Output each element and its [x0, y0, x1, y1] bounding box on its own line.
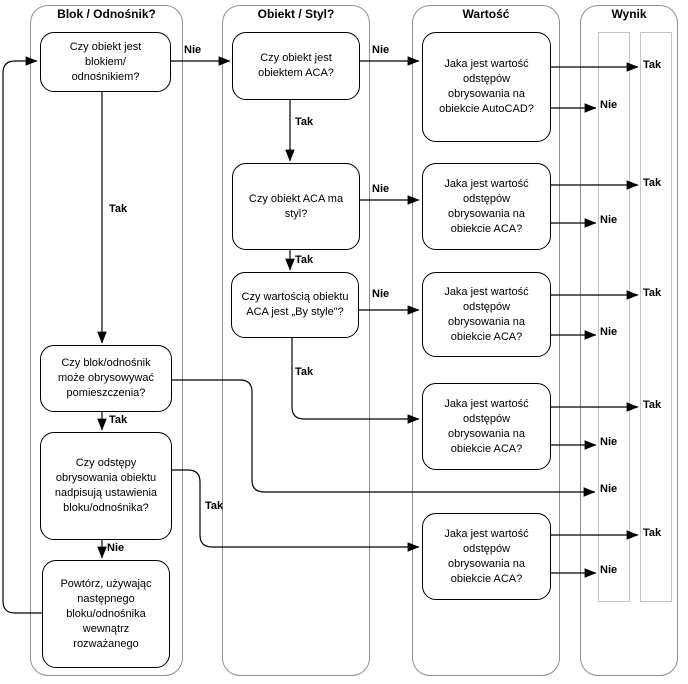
edge-label-tak: Tak: [643, 59, 662, 71]
node-repeat-instruction: Powtórz, używając następnego bloku/odnoś…: [42, 560, 170, 668]
node-value-aca-question-4: Jaka jest wartość odstępów obrysowania n…: [422, 513, 551, 600]
edge-override-tak: [172, 469, 420, 552]
edge-label-tak: Tak: [109, 203, 128, 215]
edge-label-nie: Nie: [600, 483, 618, 495]
edge-label-tak: Tak: [295, 116, 314, 128]
edge-label-nie: Nie: [372, 183, 390, 195]
node-value-aca-question-2: Jaka jest wartość odstępów obrysowania n…: [422, 272, 551, 357]
node-value-aca-question-1: Jaka jest wartość odstępów obrysowania n…: [422, 163, 551, 250]
edge-label-nie: Nie: [184, 44, 202, 56]
node-block-question: Czy obiekt jest blokiem/ odnośnikiem?: [40, 32, 171, 92]
edge-label-tak: Tak: [295, 254, 314, 266]
edge-by-style-tak: [291, 338, 420, 424]
edge-label-tak: Tak: [643, 527, 662, 539]
edge-repeat-loop: [2, 56, 42, 614]
edge-label-tak: Tak: [109, 414, 128, 426]
edge-rooms-nie: [172, 379, 596, 497]
node-aca-object-question: Czy obiekt jest obiektem ACA?: [232, 32, 360, 100]
column-title-wartosc: Wartość: [462, 7, 510, 21]
node-override-question: Czy odstępy obrysowania obiektu nadpisuj…: [40, 432, 172, 540]
edge-label-nie: Nie: [372, 44, 390, 56]
node-value-autocad-question: Jaka jest wartość odstępów obrysowania n…: [422, 32, 551, 142]
column-title-wynik: Wynik: [611, 7, 647, 21]
edge-label-nie: Nie: [107, 542, 125, 554]
edge-label-tak: Tak: [295, 366, 314, 378]
edge-label-nie: Nie: [600, 326, 618, 338]
column-title-obiekt-styl: Obiekt / Styl?: [257, 7, 335, 21]
edge-label-nie: Nie: [600, 436, 618, 448]
wynik-lane-nie: [598, 32, 630, 602]
edge-label-tak: Tak: [643, 177, 662, 189]
node-bound-rooms-question: Czy blok/odnośnik może obrysowywać pomie…: [40, 345, 172, 412]
node-value-aca-question-3: Jaka jest wartość odstępów obrysowania n…: [422, 383, 551, 470]
column-obiekt-styl: [222, 5, 370, 676]
edge-label-nie: Nie: [600, 564, 618, 576]
node-aca-style-question: Czy obiekt ACA ma styl?: [232, 163, 360, 250]
edge-label-nie: Nie: [372, 288, 390, 300]
column-title-blok-odnosnik: Blok / Odnośnik?: [57, 7, 156, 21]
edge-label-tak: Tak: [643, 399, 662, 411]
edge-label-tak: Tak: [643, 287, 662, 299]
wynik-lane-tak: [640, 32, 672, 602]
edge-label-nie: Nie: [600, 214, 618, 226]
node-by-style-question: Czy wartością obiektu ACA jest „By style…: [231, 272, 359, 338]
edge-label-nie: Nie: [600, 99, 618, 111]
edge-label-tak: Tak: [205, 500, 224, 512]
